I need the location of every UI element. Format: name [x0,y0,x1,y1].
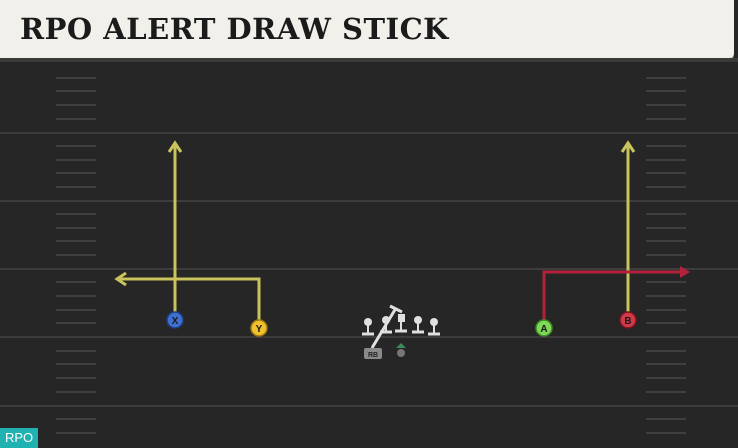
receiver-a[interactable]: A [535,319,553,337]
center [395,314,407,333]
yard-lines [0,132,738,407]
block-path [370,307,398,349]
mode-badge: RPO [0,428,39,448]
play-title-bar: RPO ALERT DRAW STICK [0,0,734,58]
field-top-edge [0,58,738,62]
hash-marks-right [646,77,686,434]
rb-label: RB [368,352,378,359]
receiver-b-label: B [624,316,631,327]
route-x [167,140,183,318]
lineman [412,316,424,334]
receiver-a-label: A [540,324,547,335]
play-title: RPO ALERT DRAW STICK [20,12,449,46]
receiver-y-label: Y [256,324,263,335]
offensive-line [362,304,440,349]
lineman [428,318,440,336]
receiver-y[interactable]: Y [250,319,268,337]
lineman [362,318,374,336]
route-y [114,271,261,326]
receiver-x[interactable]: X [166,311,184,329]
route-a [542,266,690,326]
running-back: RB [364,348,382,359]
route-b [620,140,636,318]
hash-marks-left [56,77,96,434]
block-path [389,304,403,314]
receiver-b[interactable]: B [619,311,637,329]
receiver-x-label: X [172,316,179,327]
qb-marker [396,343,406,357]
